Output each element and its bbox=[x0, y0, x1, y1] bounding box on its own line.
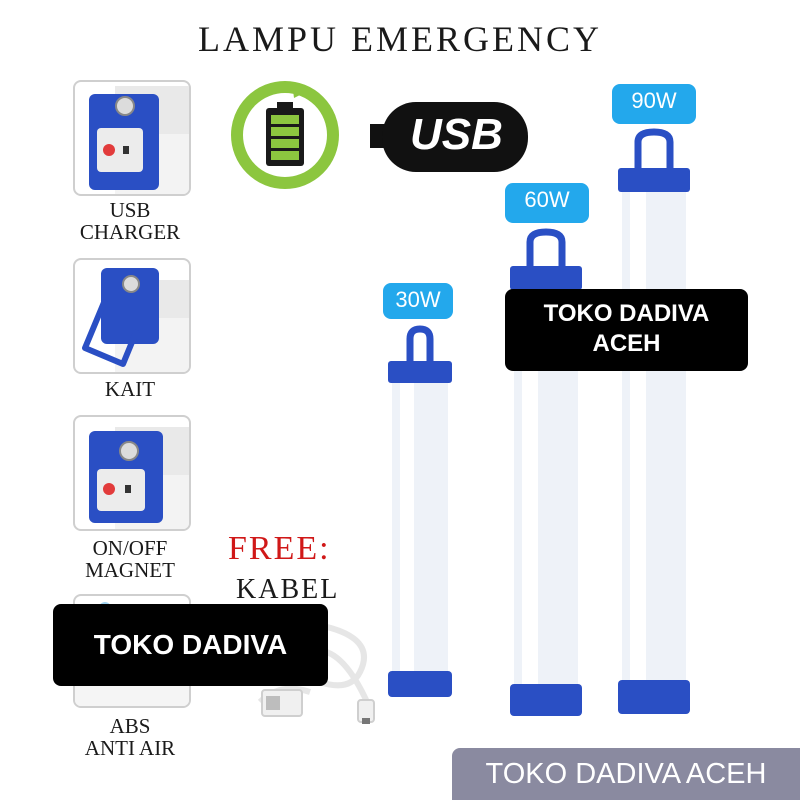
store-tag-bottom: TOKO DADIVA ACEH bbox=[452, 748, 800, 800]
feature-image-on-off-magnet bbox=[73, 415, 191, 531]
feature-image-kait bbox=[73, 258, 191, 374]
feature-label-usb-charger: USB CHARGER bbox=[79, 198, 181, 244]
lamp-90w bbox=[608, 128, 700, 718]
watt-badge-90w: 90W bbox=[612, 84, 696, 124]
free-item-label: KABEL bbox=[236, 574, 340, 605]
page-title: LAMPU EMERGENCY bbox=[197, 19, 602, 59]
feature-label-abs-anti-air: ABS ANTI AIR bbox=[84, 714, 176, 760]
watt-badge-30w: 30W bbox=[383, 283, 453, 319]
feature-label-on-off-magnet: ON/OFF MAGNET bbox=[85, 536, 175, 582]
watt-badge-60w: 60W bbox=[505, 183, 589, 223]
store-tag-left: TOKO DADIVA bbox=[53, 604, 328, 686]
free-label: FREE: bbox=[228, 530, 331, 567]
lamp-30w bbox=[378, 325, 462, 705]
usb-label: USB bbox=[410, 110, 503, 159]
store-tag-top: TOKO DADIVA ACEH bbox=[505, 289, 748, 371]
feature-image-usb-charger bbox=[73, 80, 191, 196]
feature-label-kait: KAIT bbox=[104, 377, 156, 401]
usb-icon: USB bbox=[370, 98, 528, 176]
battery-charging-icon bbox=[230, 80, 340, 190]
